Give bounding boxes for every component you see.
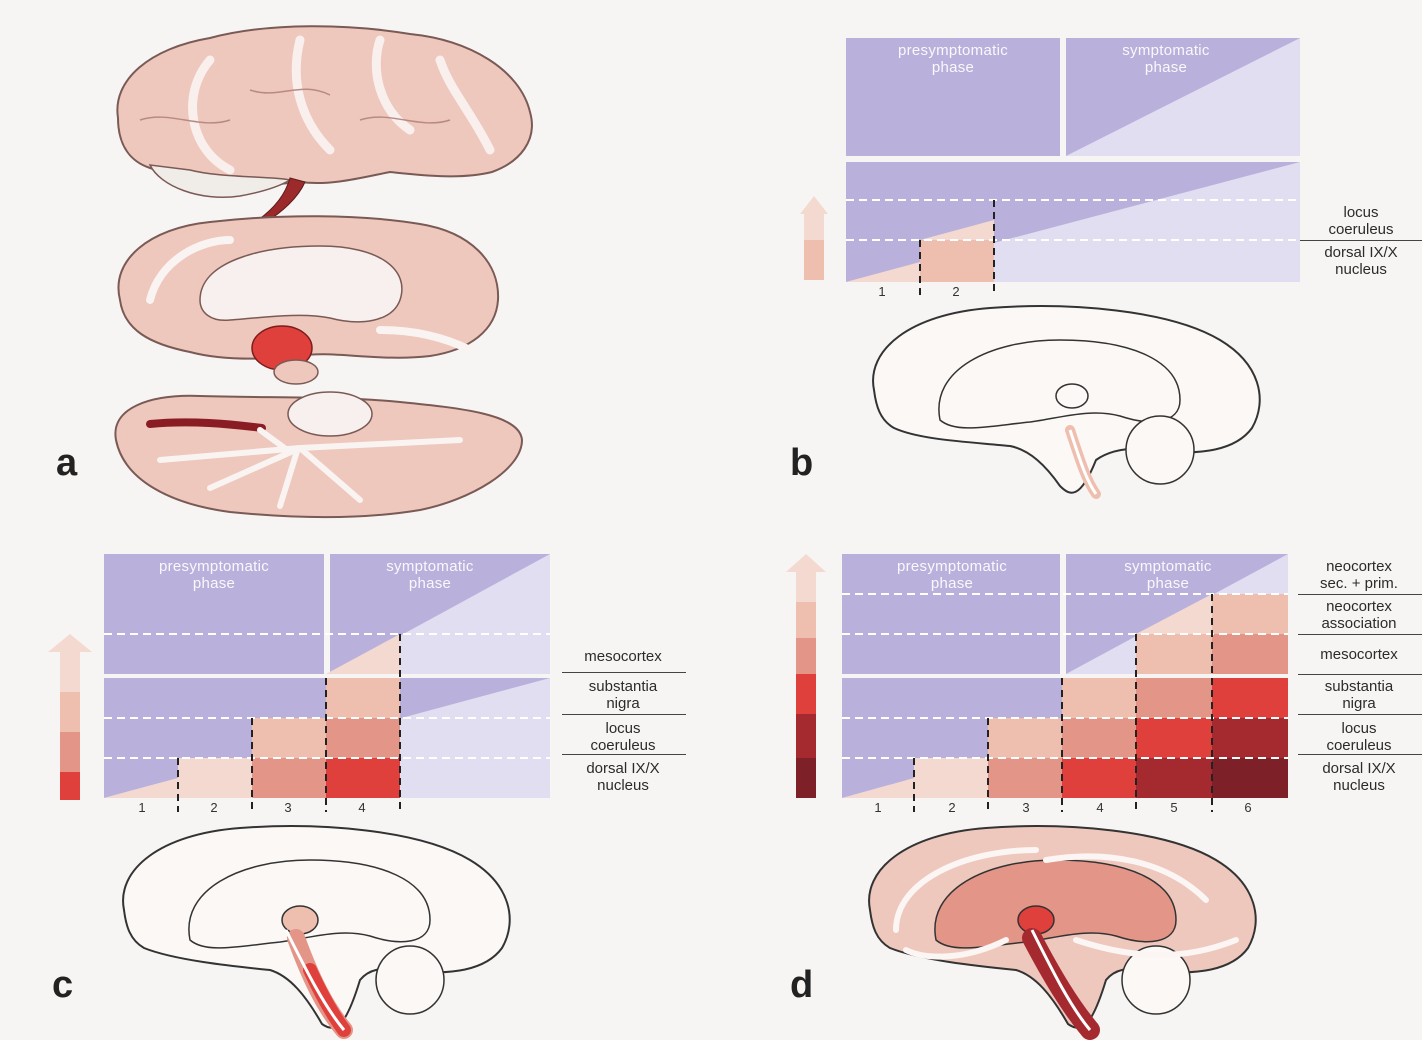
brain-sagittal-b <box>872 305 1261 499</box>
phase-label-symptomatic: symptomatic phase <box>1124 558 1212 592</box>
panel-a: a <box>0 0 560 520</box>
brain-medial-view <box>117 215 500 385</box>
panel-b: presymptomatic phase symptomatic phase l… <box>760 0 1422 520</box>
brain-lateral-illustration <box>114 25 533 518</box>
severity-arrow-c <box>48 634 92 800</box>
phase-label-symptomatic: symptomatic phase <box>386 558 474 592</box>
stage-number: 4 <box>1096 800 1104 815</box>
stage-number: 3 <box>284 800 292 815</box>
region-divider <box>1298 594 1422 595</box>
brain-sagittal-d <box>868 825 1257 1040</box>
panel-d-staging-diagram <box>786 554 1288 812</box>
region-divider <box>1300 240 1422 241</box>
brain-lateral-view <box>116 25 533 223</box>
stage-number: 6 <box>1244 800 1252 815</box>
region-label: dorsal IX/X nucleus <box>1324 244 1398 278</box>
stage-number: 3 <box>1022 800 1030 815</box>
stage-number: 1 <box>138 800 146 815</box>
region-divider <box>1298 754 1422 755</box>
presymptomatic-box <box>846 38 1060 156</box>
phase-label-symptomatic: symptomatic phase <box>1122 42 1210 76</box>
stage-number: 2 <box>210 800 218 815</box>
panel-b-letter: b <box>790 442 814 484</box>
region-divider <box>562 714 686 715</box>
region-label: substantia nigra <box>1324 678 1394 712</box>
stage-number: 1 <box>874 800 882 815</box>
brain-basal-view <box>114 391 524 518</box>
panel-d-letter: d <box>790 964 814 1006</box>
phase-label-presymptomatic: presymptomatic phase <box>158 558 270 592</box>
region-label: dorsal IX/X nucleus <box>1322 760 1396 794</box>
stage-number: 2 <box>948 800 956 815</box>
stage-number: 5 <box>1170 800 1178 815</box>
region-label: locus coeruleus <box>1328 204 1394 238</box>
region-divider <box>1298 674 1422 675</box>
panel-c-letter: c <box>52 964 74 1006</box>
panel-c: presymptomatic phase symptomatic phase m… <box>0 520 710 1040</box>
panel-c-staging-diagram <box>48 554 550 812</box>
stage-number: 4 <box>358 800 366 815</box>
panel-a-letter: a <box>56 442 78 484</box>
region-divider <box>562 754 686 755</box>
severity-arrow-d <box>786 554 826 798</box>
panel-b-staging-diagram <box>800 38 1300 296</box>
region-label: mesocortex <box>584 648 662 665</box>
region-divider <box>1298 714 1422 715</box>
region-label: locus coeruleus <box>590 720 656 754</box>
stage-number: 2 <box>952 284 960 299</box>
region-label: neocortex sec. + prim. <box>1320 558 1398 592</box>
region-label: mesocortex <box>1320 646 1398 663</box>
region-label: neocortex association <box>1321 598 1397 632</box>
stage-number: 1 <box>878 284 886 299</box>
brain-sagittal-c <box>122 825 511 1039</box>
region-label: substantia nigra <box>588 678 658 712</box>
severity-arrow-b <box>800 196 828 280</box>
region-divider <box>562 672 686 673</box>
phase-label-presymptomatic: presymptomatic phase <box>897 42 1009 76</box>
region-divider <box>1298 634 1422 635</box>
region-label: dorsal IX/X nucleus <box>586 760 660 794</box>
panel-d: presymptomatic phase symptomatic phase n… <box>760 520 1422 1040</box>
region-label: locus coeruleus <box>1326 720 1392 754</box>
phase-label-presymptomatic: presymptomatic phase <box>896 558 1008 592</box>
